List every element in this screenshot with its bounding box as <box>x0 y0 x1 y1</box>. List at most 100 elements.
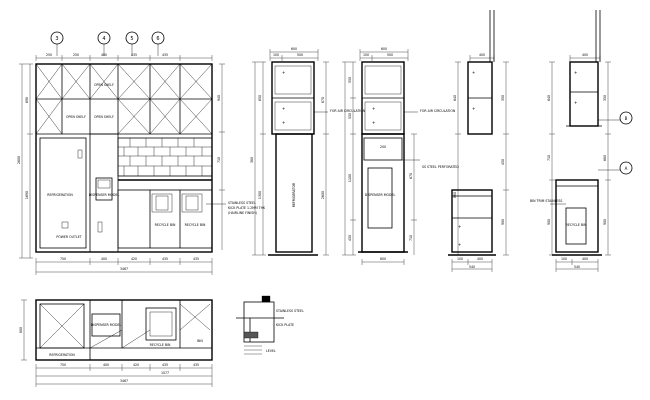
recycle-bin-label-1: RECYCLE BIN <box>155 223 176 227</box>
svg-text:1690: 1690 <box>25 191 29 199</box>
svg-text:100: 100 <box>273 53 279 57</box>
air-circulation-label-2: FOR AIR CIRCULATION <box>420 109 456 113</box>
svg-text:690: 690 <box>25 97 29 103</box>
svg-text:750: 750 <box>60 257 66 261</box>
dispenser-unit: DISPENSER MODEL <box>89 177 120 233</box>
svg-text:435: 435 <box>162 363 168 367</box>
svg-text:STAINLESS STEEL: STAINLESS STEEL <box>228 201 256 205</box>
section-4: 400 640 710 900 350 680 900 + + <box>530 10 633 272</box>
open-shelf-label-3: OPEN SHELF <box>94 115 114 119</box>
air-circulation-label-1: FOR AIR CIRCULATION <box>330 109 366 113</box>
svg-text:400: 400 <box>582 257 588 261</box>
dispenser-body <box>367 167 393 229</box>
svg-text:1077: 1077 <box>161 371 169 375</box>
svg-text:KICK PLATE 1.2MM THK: KICK PLATE 1.2MM THK <box>228 206 266 210</box>
refrigeration-unit: REFRIGERATION POWER OUTLET <box>39 137 87 249</box>
svg-text:600: 600 <box>291 47 297 51</box>
svg-text:750: 750 <box>60 363 66 367</box>
svg-text:500: 500 <box>387 53 393 57</box>
svg-text:1300: 1300 <box>258 191 262 199</box>
svg-text:250: 250 <box>46 53 52 57</box>
svg-text:+: + <box>472 70 475 75</box>
svg-text:100: 100 <box>457 257 463 261</box>
front-elevation: 3 4 5 6 250 250 400 <box>17 31 266 275</box>
svg-text:+: + <box>282 70 285 75</box>
section-3-right-dims: 350 450 900 <box>501 61 509 256</box>
open-shelf-label-1: OPEN SHELF <box>66 115 86 119</box>
section-4-top-dims: 400 <box>569 53 601 61</box>
plan-view: 800 REFRIGERATION DISPENSER MODEL RECYCL… <box>19 299 213 387</box>
svg-text:540: 540 <box>574 265 580 269</box>
svg-text:100: 100 <box>561 257 567 261</box>
svg-text:1100: 1100 <box>348 174 352 182</box>
svg-text:400: 400 <box>101 53 107 57</box>
svg-text:435: 435 <box>193 257 199 261</box>
svg-text:600: 600 <box>381 47 387 51</box>
plan-dispenser <box>91 313 121 337</box>
svg-text:2600: 2600 <box>321 191 325 199</box>
section-4-right-dims: 350 680 900 <box>603 61 611 256</box>
section-dispenser: 600 100 500 550 550 1100 450 670 710 <box>342 47 459 265</box>
svg-text:A: A <box>625 166 628 171</box>
svg-text:400: 400 <box>479 53 485 57</box>
backsplash-tiles <box>117 137 213 177</box>
recycle-bin-section <box>565 207 587 245</box>
svg-text:BIN TRIM STAINLESS: BIN TRIM STAINLESS <box>530 199 562 203</box>
svg-text:REFRIGERATION: REFRIGERATION <box>49 353 75 357</box>
svg-text:640: 640 <box>453 95 457 101</box>
svg-text:RECYCLE BIN: RECYCLE BIN <box>150 343 171 347</box>
section-3-top-dims: 400 <box>469 53 495 61</box>
svg-text:435: 435 <box>162 53 168 57</box>
svg-text:880: 880 <box>453 192 457 198</box>
svg-text:200: 200 <box>380 145 386 149</box>
svg-text:650: 650 <box>258 95 262 101</box>
recycle-bin-label-2: RECYCLE BIN <box>185 223 206 227</box>
svg-text:(HAIRLINE FINISH): (HAIRLINE FINISH) <box>228 211 257 215</box>
svg-text:3467: 3467 <box>120 379 128 383</box>
svg-text:380: 380 <box>250 157 254 163</box>
svg-text:KICK PLATE: KICK PLATE <box>276 323 294 327</box>
svg-text:+: + <box>472 106 475 111</box>
level-marker-b: B <box>598 111 633 125</box>
svg-text:350: 350 <box>603 95 607 101</box>
svg-text:+: + <box>282 106 285 111</box>
svg-text:670: 670 <box>409 173 413 179</box>
svg-text:710: 710 <box>409 235 413 241</box>
svg-text:710: 710 <box>217 157 221 163</box>
svg-text:680: 680 <box>603 155 607 161</box>
svg-text:550: 550 <box>348 113 352 119</box>
section-1-left-dims: 650 1300 380 <box>250 61 266 256</box>
svg-text:4: 4 <box>102 36 105 42</box>
svg-text:400: 400 <box>477 257 483 261</box>
section-2-right-dims: 670 710 <box>409 133 417 255</box>
front-bottom-dimensions: 750 400 420 435 435 3467 <box>35 257 213 275</box>
svg-text:800: 800 <box>19 327 23 333</box>
svg-text:+: + <box>574 100 577 105</box>
plan-sink <box>145 307 177 341</box>
base-cabinets: RECYCLE BIN RECYCLE BIN <box>117 179 213 249</box>
svg-text:REFRIGERATOR: REFRIGERATOR <box>292 182 296 207</box>
section-3: 400 640 880 350 450 900 + + + + <box>448 10 509 272</box>
svg-text:640: 640 <box>547 95 551 101</box>
front-notes: STAINLESS STEEL KICK PLATE 1.2MM THK (HA… <box>206 201 266 215</box>
svg-text:900: 900 <box>547 219 551 225</box>
section-4-left-dims: 640 710 900 <box>547 61 555 256</box>
front-top-dimensions: 250 250 400 435 435 <box>35 53 213 61</box>
svg-text:500: 500 <box>297 53 303 57</box>
svg-text:710: 710 <box>547 155 551 161</box>
svg-text:+: + <box>458 242 461 247</box>
refrigerator-body <box>275 133 313 253</box>
svg-text:900: 900 <box>603 219 607 225</box>
section-1-top-dims: 600 100 500 <box>269 47 319 61</box>
level-marker-a: A <box>598 161 633 175</box>
svg-text:DISPENSER MODEL: DISPENSER MODEL <box>89 193 120 197</box>
svg-text:5: 5 <box>130 36 133 42</box>
svg-text:REFRIGERATION: REFRIGERATION <box>47 193 73 197</box>
upper-cabinets: OPEN SHELF OPEN SHELF OPEN SHELF <box>35 63 213 135</box>
svg-text:LEVEL: LEVEL <box>266 349 276 353</box>
svg-text:BIN: BIN <box>197 339 203 343</box>
svg-text:DISPENSER MODEL: DISPENSER MODEL <box>91 323 122 327</box>
svg-text:670: 670 <box>321 97 325 103</box>
svg-text:+: + <box>458 224 461 229</box>
